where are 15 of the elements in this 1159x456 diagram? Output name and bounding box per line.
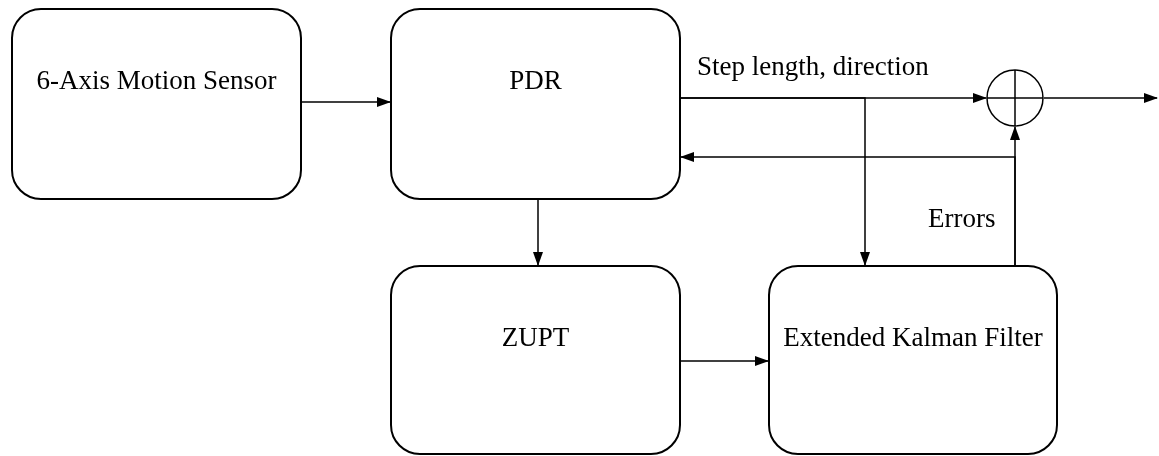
arrow — [680, 97, 870, 266]
arrow — [1043, 93, 1158, 103]
box-label: PDR — [509, 64, 562, 97]
box-label: Extended Kalman Filter — [783, 321, 1043, 354]
arrow — [301, 97, 391, 107]
arrow — [533, 199, 543, 266]
summing-junction — [986, 69, 1044, 127]
arrow — [680, 356, 769, 366]
process-box — [390, 8, 681, 200]
process-box — [11, 8, 302, 200]
box-label: 6-Axis Motion Sensor — [36, 64, 277, 97]
box-label: ZUPT — [501, 321, 570, 354]
arrow — [680, 152, 1016, 266]
process-box — [390, 265, 681, 455]
process-box — [768, 265, 1058, 455]
